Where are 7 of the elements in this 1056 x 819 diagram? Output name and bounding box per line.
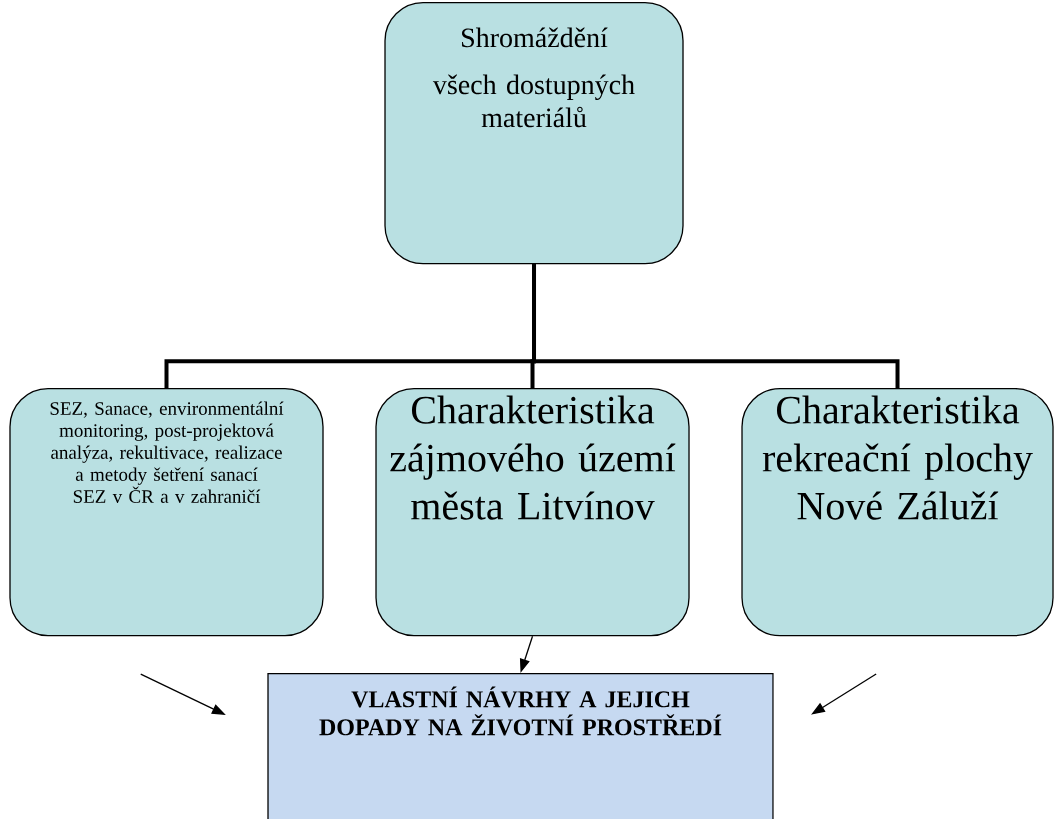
topic-box: SEZ, Sanace, environmentální monitoring, post-projektová analýza, rekultivace, realizace a metody šetření sanací SEZ v ČR a v zahraničí [9,388,324,637]
topic-box: Charakteristika rekreační plochy Nové Záluží [741,388,1054,637]
arrow [811,673,877,715]
result-box: VLASTNÍ NÁVRHY A JEJICH DOPADY NA ŽIVOTNÍ PROSTŘEDÍ [267,673,774,819]
topic-box: Charakteristika zájmového území města Litvínov [375,388,690,637]
connector-line [532,264,900,388]
top-box: Shromáždění všech dostupných materiálů [384,2,684,265]
